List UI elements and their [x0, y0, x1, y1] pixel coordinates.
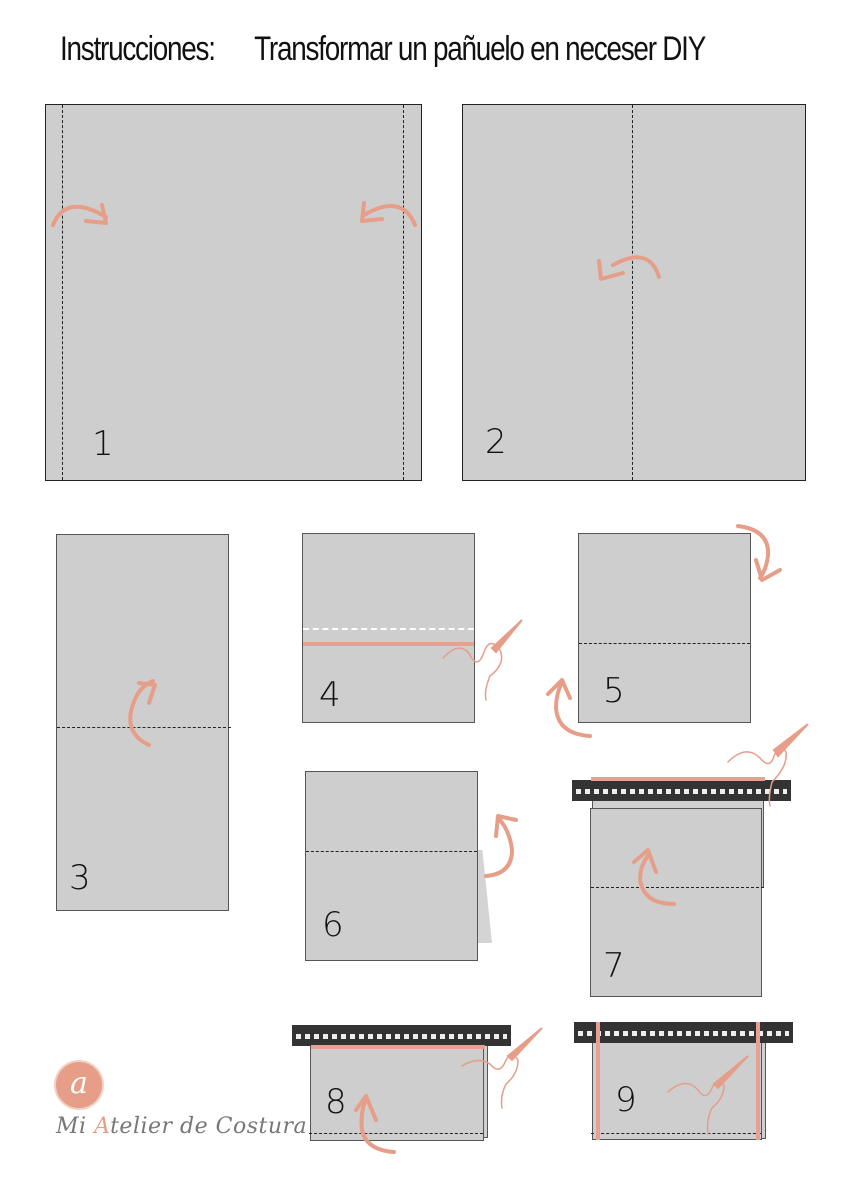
step-9-panel: 9: [591, 1040, 762, 1140]
step-1-panel: 1: [45, 104, 422, 481]
step-4-number: 4: [319, 675, 341, 715]
logo-monogram-letter: a: [70, 1066, 88, 1101]
fold-line-horizontal: [591, 887, 764, 888]
fold-line-left: [62, 105, 63, 480]
step-6-panel: 6: [305, 771, 478, 961]
step-1-number: 1: [92, 424, 114, 464]
step-2-panel: 2: [462, 104, 806, 481]
zipper-teeth: [578, 1030, 789, 1036]
fold-line-horizontal: [591, 1133, 761, 1134]
seam-line: [311, 1045, 485, 1049]
step-8-panel: 8: [309, 1046, 484, 1141]
fold-arrow-icon: [597, 255, 661, 281]
fold-line-horizontal: [57, 727, 231, 728]
zipper-teeth: [296, 1033, 507, 1039]
fold-line-right: [403, 105, 404, 480]
zipper-band: [292, 1025, 511, 1046]
title-text: Transformar un pañuelo en neceser DIY: [254, 30, 706, 68]
fold-line-horizontal: [579, 643, 750, 644]
zipper-band: [574, 1022, 793, 1043]
logo-wordmark-prefix: Mi: [56, 1114, 95, 1139]
side-seam-left: [596, 1022, 600, 1140]
logo-wordmark-accent: A: [94, 1114, 111, 1139]
zipper-teeth: [576, 788, 787, 794]
step-8-number: 8: [325, 1082, 347, 1122]
logo-wordmark-suffix: telier de Costura: [110, 1114, 308, 1139]
side-seam-right: [756, 1022, 760, 1140]
fold-line-horizontal: [306, 851, 477, 852]
logo-monogram: a: [56, 1062, 102, 1108]
step-3-panel: 3: [56, 534, 231, 911]
step-4-panel: 4: [302, 533, 475, 723]
step-6-panel-flap: [476, 850, 492, 943]
step-3-number: 3: [69, 858, 91, 898]
step-6-number: 6: [322, 905, 344, 945]
page-title: Instrucciones: Transformar un pañuelo en …: [60, 30, 706, 80]
fold-arrow-icon: [128, 679, 157, 747]
step-7-number: 7: [603, 946, 625, 986]
step-7-panel: 7: [590, 808, 764, 997]
brand-logo: a Mi Atelier de Costura: [56, 1062, 307, 1139]
fold-line-horizontal: [309, 1133, 483, 1134]
step-2-number: 2: [485, 422, 507, 462]
fold-line-center: [632, 105, 633, 480]
zipper-band: [572, 780, 791, 801]
title-label: Instrucciones:: [60, 30, 216, 68]
step-5-panel: 5: [578, 533, 751, 723]
step-9-number: 9: [615, 1080, 637, 1120]
logo-wordmark: Mi Atelier de Costura: [56, 1114, 307, 1139]
seam-line: [303, 642, 474, 646]
step-5-number: 5: [603, 671, 625, 711]
seam-line: [591, 777, 765, 781]
stitch-guide-line: [303, 628, 474, 630]
